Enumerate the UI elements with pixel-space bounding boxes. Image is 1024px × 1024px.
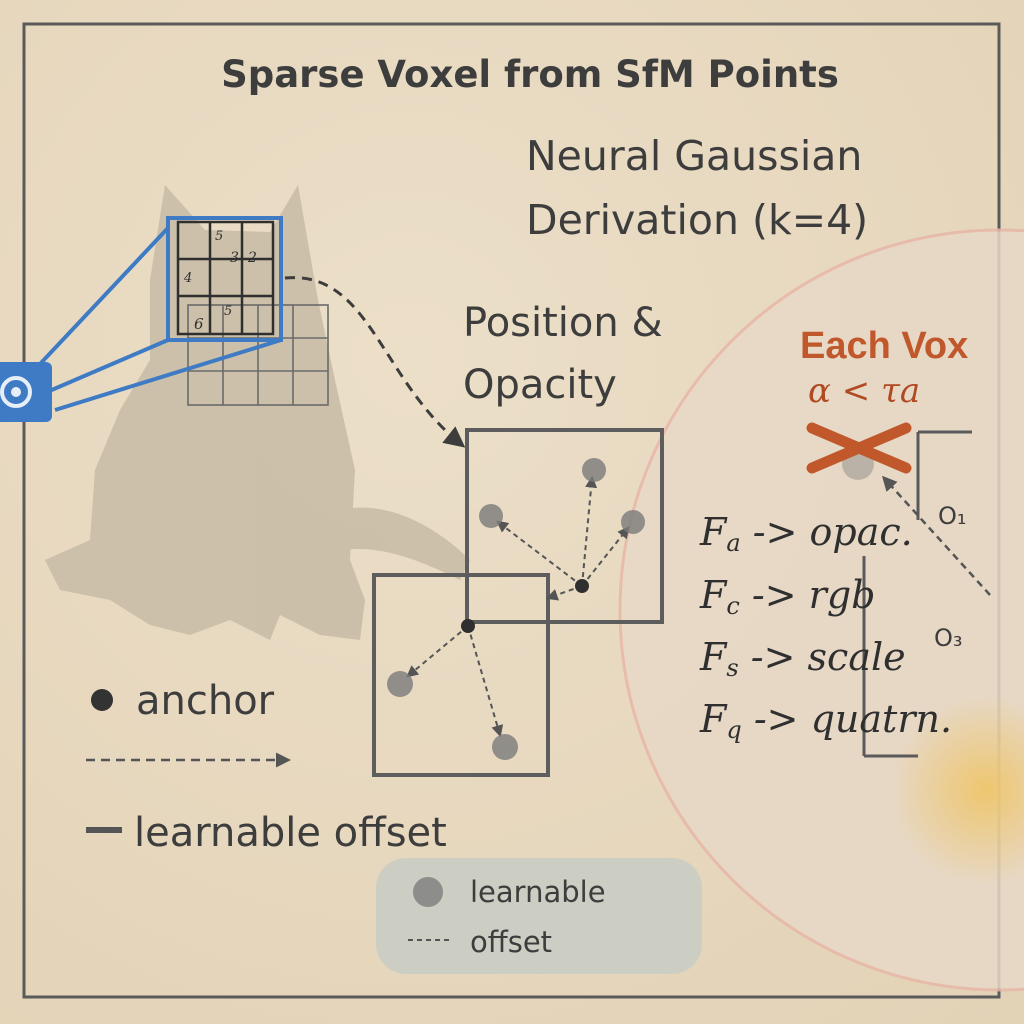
o3-label: O₃ xyxy=(934,624,963,652)
camera-icon xyxy=(0,362,52,422)
feature-mapping-list: Fa -> opac. Fc -> rgb Fs -> scale Fq -> … xyxy=(699,510,952,744)
feature-scale: Fs -> scale xyxy=(699,635,906,682)
gaussian-box-bottom xyxy=(372,573,550,777)
derivation-label-line2: Derivation (k=4) xyxy=(526,196,868,244)
grid-number-1: 5 xyxy=(215,229,223,244)
each-vox-label: Each Vox xyxy=(800,325,968,367)
anchor-point xyxy=(575,579,589,593)
legend-anchor-dot xyxy=(91,689,113,711)
o1-label: O₁ xyxy=(938,502,967,530)
cat-silhouette xyxy=(45,185,470,640)
prune-cross xyxy=(806,422,912,474)
grid-number-5: 6 xyxy=(194,315,204,333)
neural-gaussian xyxy=(479,504,503,528)
sun-glow xyxy=(890,695,1024,885)
grid-number-2: 3 xyxy=(230,250,239,266)
gaussian-box-top xyxy=(465,428,664,624)
legend-anchor-label: anchor xyxy=(136,678,275,724)
derivation-label-line1: Neural Gaussian xyxy=(526,132,862,180)
neural-gaussian xyxy=(492,734,518,760)
offsets-top xyxy=(496,475,630,601)
position-opacity-line1: Position & xyxy=(463,300,663,346)
grid-number-6: 5 xyxy=(224,304,232,319)
feature-quaternion: Fq -> quatrn. xyxy=(699,697,952,744)
opacity-threshold: α < τa xyxy=(808,371,920,411)
voxel-numbers: 5 3 2 4 6 5 xyxy=(183,229,257,333)
grid-number-3: 2 xyxy=(247,250,257,266)
neural-gaussian xyxy=(621,510,645,534)
legend-box xyxy=(376,858,702,974)
pruning-arrow xyxy=(881,475,991,596)
offsets-bottom xyxy=(406,625,504,738)
anchor-point xyxy=(461,619,475,633)
legend-box-gaussian xyxy=(413,877,443,907)
neural-gaussian xyxy=(387,671,413,697)
legend-box-line1: learnable xyxy=(470,875,606,909)
neural-gaussian xyxy=(582,458,606,482)
feature-opacity: Fa -> opac. xyxy=(699,510,913,557)
position-opacity-line2: Opacity xyxy=(463,362,617,408)
diagram-title: Sparse Voxel from SfM Points xyxy=(221,53,839,96)
grid-number-4: 4 xyxy=(183,271,192,286)
camera-frustum xyxy=(38,216,283,412)
legend-offset-label: learnable offset xyxy=(134,810,447,856)
legend-box-line2: offset xyxy=(470,925,552,959)
flow-arrow xyxy=(284,276,466,448)
feature-bracket xyxy=(862,430,972,758)
feature-color: Fc -> rgb xyxy=(699,573,875,620)
voxel-number-grid xyxy=(176,220,275,336)
